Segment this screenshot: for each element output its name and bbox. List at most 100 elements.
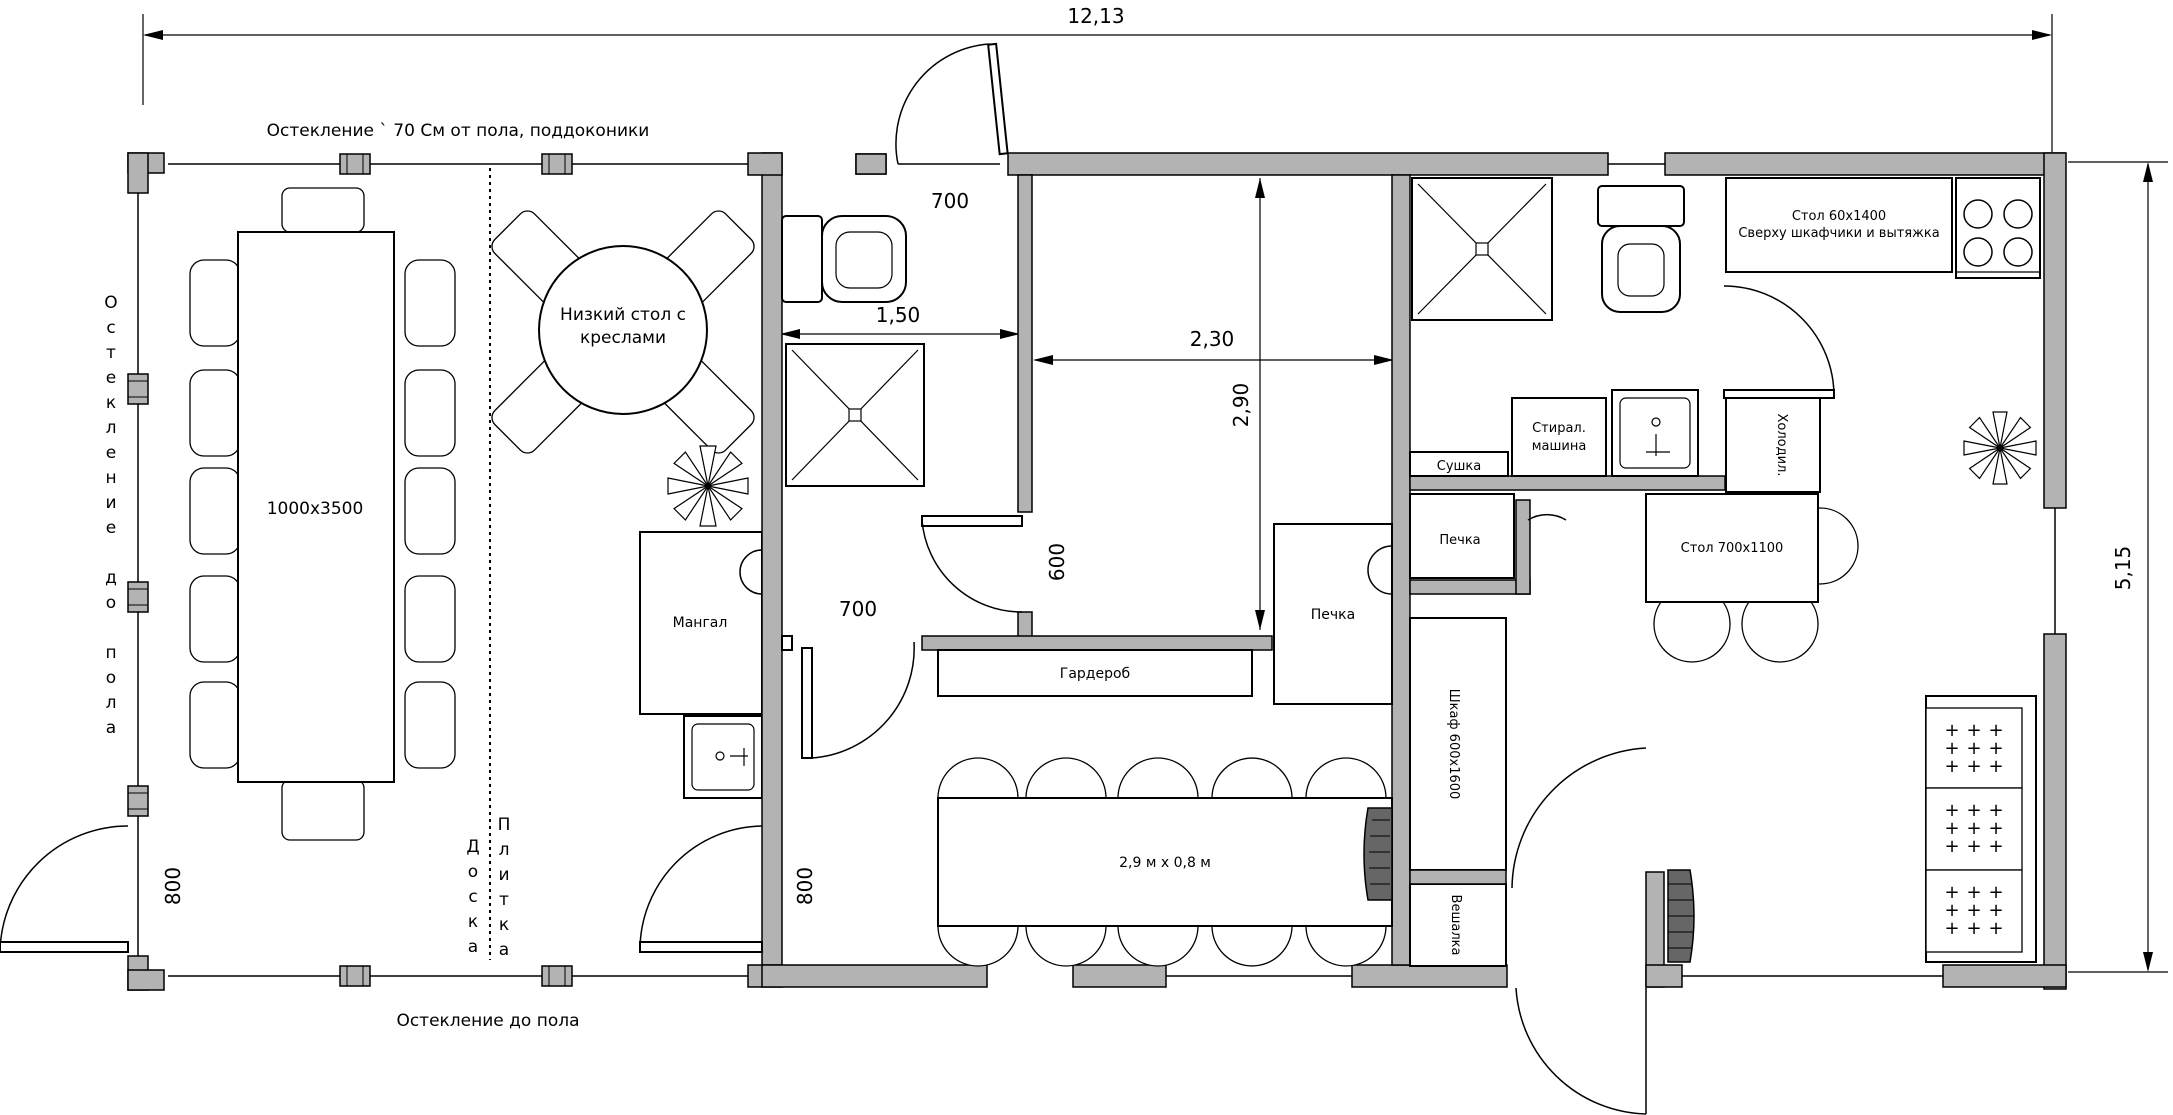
svg-text:+: +	[1966, 900, 1981, 921]
dryer	[1409, 451, 1509, 477]
svg-text:+: +	[1944, 720, 1959, 741]
hanger	[1409, 883, 1507, 967]
kitchen-sink	[1611, 389, 1699, 477]
svg-text:+: +	[1988, 882, 2003, 903]
svg-text:П: П	[498, 815, 511, 835]
note-glazing-left: О с т е к л е н и е д о п о л а	[104, 293, 117, 738]
big-table-chairs	[189, 187, 456, 841]
small-table-label: Стол 700х1100	[1681, 541, 1784, 556]
svg-text:+: +	[1966, 756, 1981, 777]
svg-text:+: +	[1966, 836, 1981, 857]
toilet-icon	[1597, 185, 1685, 313]
svg-text:+: +	[1944, 800, 1959, 821]
dim-total-height: 5,15	[2111, 546, 2135, 591]
small-table-chairs	[1645, 493, 1859, 663]
kitchen-counter	[1725, 177, 1953, 273]
low-table-armchairs	[491, 210, 755, 454]
note-glazing-top: Остекление ` 70 См от пола, поддоконики	[267, 121, 650, 141]
svg-text:и: и	[105, 493, 116, 513]
svg-text:+: +	[1966, 818, 1981, 839]
radiator-icon	[1667, 869, 1695, 963]
svg-text:с: с	[106, 318, 115, 338]
long-table-chairs	[937, 757, 1393, 967]
svg-text:+: +	[1966, 800, 1981, 821]
veranda-glazing	[127, 152, 887, 991]
svg-text:о: о	[106, 668, 116, 688]
low-table-label-1: Низкий стол с	[560, 305, 686, 325]
note-glazing-bottom: Остекление до пола	[396, 1011, 579, 1031]
door-left-width: 800	[161, 867, 185, 905]
svg-text:а: а	[499, 940, 509, 960]
svg-text:О: О	[104, 293, 117, 313]
shower-tray	[785, 343, 925, 487]
note-floor-board: Д о с к а	[466, 837, 479, 957]
svg-text:к: к	[106, 393, 116, 413]
svg-text:с: с	[468, 887, 477, 907]
svg-text:л: л	[106, 693, 117, 713]
fridge	[1725, 397, 1821, 493]
stove-small-label: Печка	[1439, 533, 1480, 548]
svg-text:+: +	[1944, 882, 1959, 903]
svg-text:+: +	[1988, 918, 2003, 939]
svg-text:о: о	[468, 862, 478, 882]
door-middle-width: 700	[839, 597, 877, 621]
grill-label: Мангал	[673, 615, 728, 631]
cabinet	[1409, 617, 1507, 871]
dimension-lines	[142, 14, 2168, 973]
washer-label-1: Стирал.	[1532, 421, 1586, 436]
big-table-label: 1000х3500	[267, 499, 364, 519]
svg-text:к: к	[499, 915, 509, 935]
hanger-label: Вешалка	[1448, 895, 1463, 956]
svg-text:+: +	[1944, 836, 1959, 857]
svg-text:а: а	[468, 937, 478, 957]
svg-text:+: +	[1988, 756, 2003, 777]
svg-text:к: к	[468, 912, 478, 932]
svg-text:+: +	[1988, 738, 2003, 759]
svg-text:+: +	[1988, 836, 2003, 857]
svg-text:е: е	[106, 443, 116, 463]
svg-text:л: л	[106, 418, 117, 438]
washer-label-2: машина	[1532, 439, 1587, 454]
wardrobe	[937, 649, 1253, 697]
wardrobe-label: Гардероб	[1060, 666, 1130, 682]
svg-text:а: а	[106, 718, 116, 738]
kitchen-counter-label-1: Стол 60х1400	[1792, 209, 1886, 224]
svg-text:+: +	[1944, 756, 1959, 777]
shower-tray	[1411, 177, 1553, 321]
svg-text:е: е	[106, 518, 116, 538]
svg-text:и: и	[498, 865, 509, 885]
dryer-label: Сушка	[1437, 459, 1481, 474]
cooktop-icon	[1955, 177, 2041, 279]
svg-text:+: +	[1944, 900, 1959, 921]
svg-text:д: д	[105, 568, 117, 588]
kitchen-counter-label-2: Сверху шкафчики и вытяжка	[1738, 226, 1939, 241]
svg-text:+: +	[1988, 818, 2003, 839]
svg-text:+: +	[1944, 818, 1959, 839]
stove-small	[1409, 493, 1515, 579]
stove-main	[1273, 523, 1393, 705]
sofa: +++ +++ +++ +++ +++ +++ +++ +++ +++	[1925, 695, 2037, 963]
svg-text:+: +	[1966, 720, 1981, 741]
fridge-label: Холодил.	[1774, 413, 1789, 476]
toilet-icon	[781, 215, 907, 303]
long-table-label: 2,9 м х 0,8 м	[1119, 855, 1211, 871]
stove-main-label: Печка	[1311, 607, 1355, 623]
svg-text:п: п	[105, 643, 116, 663]
note-floor-tile: П л и т к а	[498, 815, 511, 960]
dim-room-depth: 2,90	[1229, 383, 1253, 428]
svg-text:о: о	[106, 593, 116, 613]
dim-room-width: 2,30	[1190, 327, 1235, 351]
door-mid-width: 800	[793, 867, 817, 905]
plant-icon	[667, 445, 749, 527]
plant-icon	[1963, 411, 2037, 485]
svg-text:н: н	[105, 468, 116, 488]
svg-text:л: л	[499, 840, 510, 860]
svg-text:т: т	[106, 343, 116, 363]
svg-text:+: +	[1988, 900, 2003, 921]
low-table-label-2: креслами	[580, 328, 666, 348]
svg-text:+: +	[1944, 918, 1959, 939]
dim-total-width: 12,13	[1067, 4, 1124, 28]
svg-text:Д: Д	[466, 837, 479, 857]
dim-passage-width: 1,50	[876, 303, 921, 327]
